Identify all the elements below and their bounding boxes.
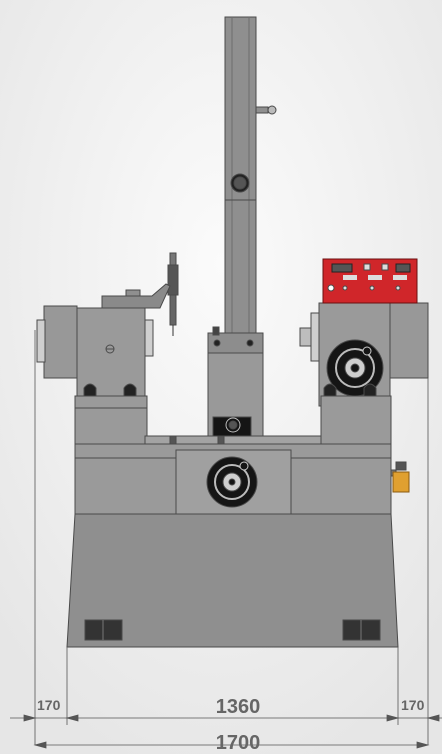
oil-lubricator [389,461,410,493]
dimension-label-overall-width: 1700 [216,732,261,754]
dimension-line-base-width [10,714,442,722]
measuring-probe [167,252,179,336]
vertical-column [224,16,257,338]
control-panel [322,258,418,304]
dimension-label-base-width: 1360 [216,696,261,718]
dimension-extension-lines [34,330,429,745]
left-headstock [36,305,154,457]
column-side-knob [255,105,277,115]
machine-bed [74,443,392,515]
machine-base [66,513,399,648]
dimension-label-right-overhang: 170 [401,697,425,713]
dimension-label-left-overhang: 170 [37,697,61,713]
dimension-line-overall-width [33,741,430,749]
center-carriage [207,326,264,438]
